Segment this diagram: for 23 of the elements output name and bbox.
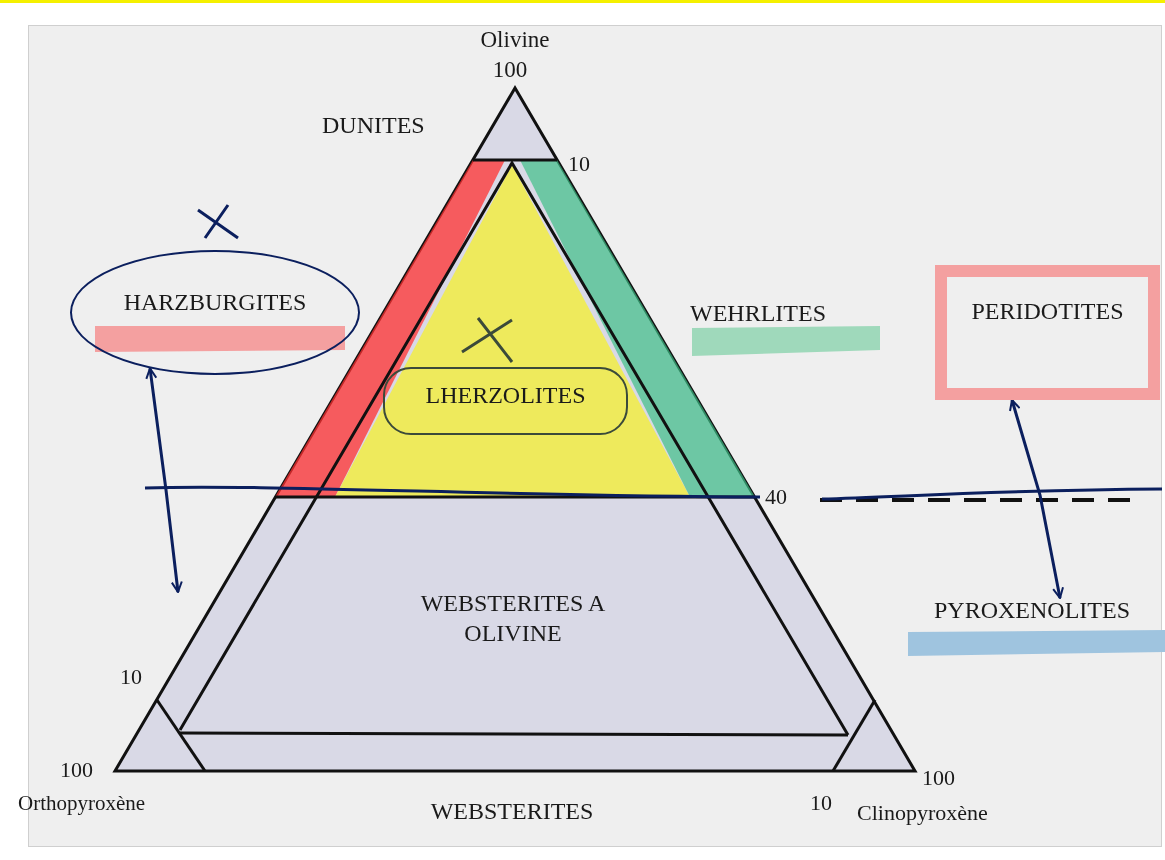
rock-name: HARZBURGITES <box>123 290 307 314</box>
field-label: WEHRLITES <box>690 299 826 328</box>
axis-label: Clinopyroxène <box>857 799 988 827</box>
tick-value: 10 <box>810 789 832 817</box>
tick-value: 10 <box>120 663 142 691</box>
outlined-label <box>935 265 1160 400</box>
axis-label: Olivine <box>479 26 551 54</box>
double-arrow <box>1009 399 1064 599</box>
rock-name: PERIDOTITES <box>971 299 1124 323</box>
rock-name: LHERZOLITES <box>425 383 586 407</box>
tick-value: 100 <box>491 56 529 84</box>
circled-label <box>383 367 628 435</box>
field-label: WEBSTERITES <box>429 797 595 826</box>
circled-label <box>70 250 360 375</box>
field-label: WEBSTERITES A OLIVINE <box>419 589 607 648</box>
field-label: DUNITES <box>322 111 425 140</box>
rock-name: PYROXENOLITES <box>934 598 1130 622</box>
tick-value: 100 <box>60 756 93 784</box>
tick-value: 100 <box>922 764 955 792</box>
tick-value: 10 <box>568 150 590 178</box>
tick-value: 40 <box>765 483 787 511</box>
axis-label: Orthopyroxène <box>18 790 146 817</box>
double-arrow <box>145 367 183 593</box>
